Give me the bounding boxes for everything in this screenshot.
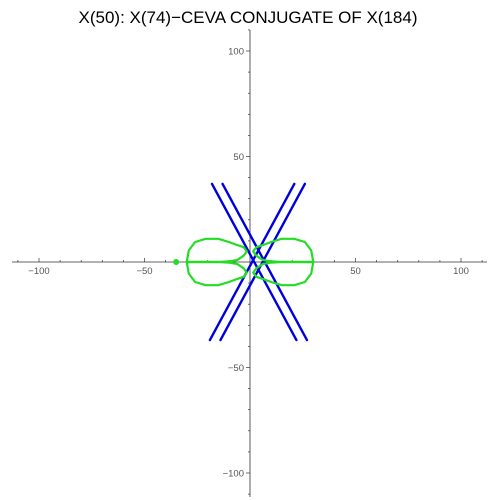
chart-title: X(50): X(74)−CEVA CONJUGATE OF X(184): [79, 8, 418, 27]
plot-area: [173, 182, 315, 342]
x-tick-label: −50: [136, 266, 152, 277]
line-series-1: [210, 182, 298, 342]
y-tick-label: 50: [233, 152, 244, 163]
y-tick-label: −100: [223, 469, 244, 480]
curve-lobe-2: [185, 237, 248, 264]
point-1: [173, 259, 180, 265]
x-tick-label: 100: [453, 266, 469, 277]
axes: [12, 30, 487, 497]
line-series-4: [219, 182, 307, 342]
x-tick-label: −100: [28, 266, 49, 277]
y-tick-label: −50: [228, 363, 244, 374]
x-tick-label: 50: [350, 266, 361, 277]
curve-lobe-3: [252, 260, 315, 287]
y-tick-label: 100: [228, 47, 244, 58]
ticks: −100 −50 50 100 100 50 −50 −100: [17, 29, 483, 495]
curve-lobe-4: [185, 260, 248, 287]
line-series-2: [221, 182, 309, 342]
line-series-3: [208, 182, 296, 342]
